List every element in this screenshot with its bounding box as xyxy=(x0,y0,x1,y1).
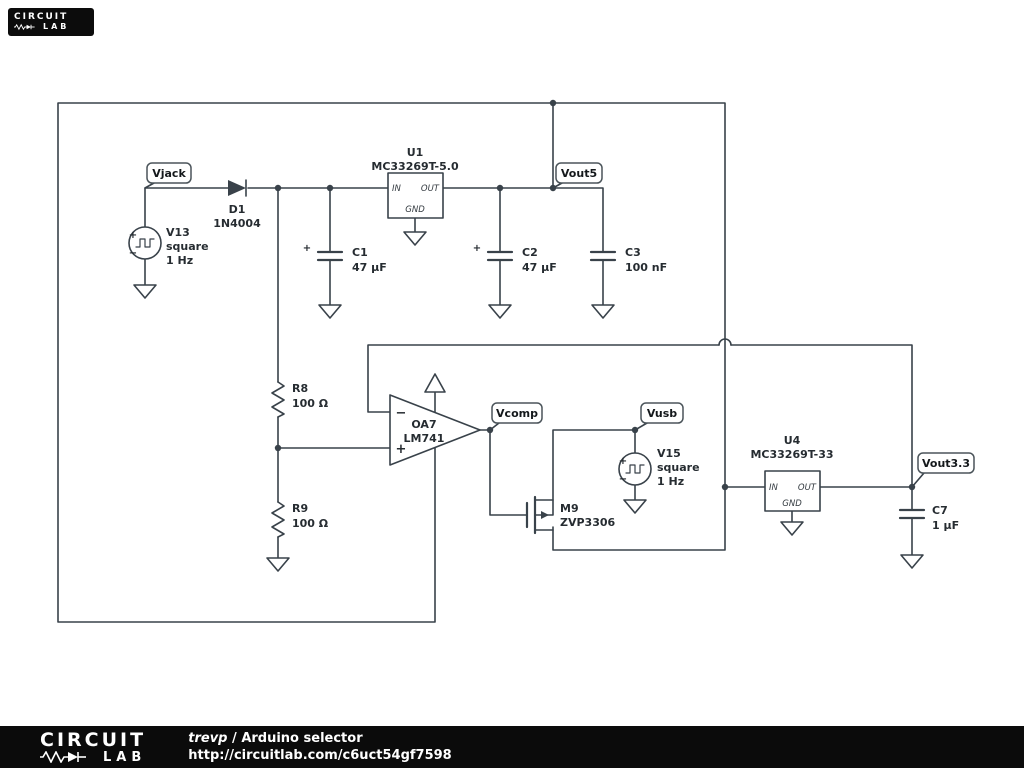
u4-pin-out: OUT xyxy=(798,483,817,493)
u4-name: U4 xyxy=(784,434,801,447)
footer-bar: CIRCUIT LAB trevp / Arduino selector htt… xyxy=(0,726,1024,768)
c1-name: C1 xyxy=(352,246,368,259)
component-oa7-opamp[interactable]: − + OA7 LM741 xyxy=(389,394,481,466)
u1-pin-gnd: GND xyxy=(405,205,425,215)
r8-name: R8 xyxy=(292,382,308,395)
component-u4-regulator[interactable]: IN OUT GND U4 MC33269T-33 xyxy=(750,434,834,512)
net-flag-vusb-label: Vusb xyxy=(647,407,677,420)
net-flag-vout33[interactable]: Vout3.3 xyxy=(911,452,975,488)
c2-name: C2 xyxy=(522,246,538,259)
v13-plus-sign: + xyxy=(129,230,137,241)
circuit-title: trevp / Arduino selector xyxy=(188,731,451,746)
v13-type: square xyxy=(166,240,209,253)
ground-icon xyxy=(266,557,290,572)
v15-name: V15 xyxy=(657,447,681,460)
wire-hop xyxy=(718,338,732,346)
v15-frequency: 1 Hz xyxy=(657,475,684,488)
component-v13-source[interactable]: + − V13 square 1 Hz xyxy=(128,226,209,267)
net-flag-vcomp[interactable]: Vcomp xyxy=(489,402,543,431)
circuitlab-logo[interactable]: CIRCUIT LAB xyxy=(40,728,147,765)
ground-icon xyxy=(623,499,647,514)
r8-value: 100 Ω xyxy=(292,397,329,410)
c2-value: 47 µF xyxy=(522,261,557,274)
circuit-url[interactable]: http://circuitlab.com/c6uct54gf7598 xyxy=(188,748,452,763)
component-c2-capacitor[interactable]: + C2 47 µF xyxy=(473,243,557,274)
junction-dots xyxy=(274,99,916,491)
ground-icon xyxy=(591,304,615,319)
net-flag-vjack[interactable]: Vjack xyxy=(144,162,192,189)
v13-frequency: 1 Hz xyxy=(166,254,193,267)
u1-name: U1 xyxy=(407,146,424,159)
resistor-diode-icon xyxy=(40,751,86,763)
net-flag-vout5[interactable]: Vout5 xyxy=(552,162,603,189)
v13-name: V13 xyxy=(166,226,190,239)
component-c3-capacitor[interactable]: C3 100 nF xyxy=(589,246,667,274)
m9-value: ZVP3306 xyxy=(560,516,616,529)
ground-icons xyxy=(133,231,924,572)
v15-type: square xyxy=(657,461,700,474)
net-flag-vjack-label: Vjack xyxy=(152,167,186,180)
c7-value: 1 µF xyxy=(932,519,959,532)
net-flag-vout33-label: Vout3.3 xyxy=(922,457,970,470)
title-separator: / xyxy=(227,731,242,746)
schematic-canvas: + − V13 square 1 Hz D1 1N4004 IN OUT GND… xyxy=(57,99,975,623)
ground-icon xyxy=(318,304,342,319)
badge-circuit-text: CIRCUIT xyxy=(14,11,69,22)
d1-value: 1N4004 xyxy=(213,217,261,230)
v15-plus-sign: + xyxy=(619,456,627,467)
d1-name: D1 xyxy=(229,203,246,216)
component-d1-diode[interactable]: D1 1N4004 xyxy=(213,179,261,230)
component-u1-regulator[interactable]: IN OUT GND U1 MC33269T-5.0 xyxy=(371,146,459,219)
c1-polarity-sign: + xyxy=(303,243,311,254)
ground-icon xyxy=(900,554,924,569)
c2-polarity-sign: + xyxy=(473,243,481,254)
wires xyxy=(57,102,913,623)
v15-minus-sign: − xyxy=(619,474,627,485)
component-r8-resistor[interactable]: R8 100 Ω xyxy=(271,381,329,418)
opamp-noninverting-sign: + xyxy=(396,442,407,457)
c1-value: 47 µF xyxy=(352,261,387,274)
u4-value: MC33269T-33 xyxy=(750,448,833,461)
square-wave-icon xyxy=(135,238,155,248)
net-flag-vout5-label: Vout5 xyxy=(561,167,597,180)
component-r9-resistor[interactable]: R9 100 Ω xyxy=(271,501,329,538)
ground-icon xyxy=(403,231,427,246)
ground-icon xyxy=(488,304,512,319)
mosfet-arrow-icon xyxy=(541,511,549,519)
power-rail-arrow-icon xyxy=(424,373,446,393)
component-c1-capacitor[interactable]: + C1 47 µF xyxy=(303,243,387,274)
circuit-name: Arduino selector xyxy=(241,731,363,746)
author-name: trevp xyxy=(188,731,228,746)
u1-value: MC33269T-5.0 xyxy=(371,160,459,173)
logo-lab-text: LAB xyxy=(103,749,147,765)
r9-value: 100 Ω xyxy=(292,517,329,530)
u4-pin-in: IN xyxy=(769,483,779,493)
net-flag-vusb[interactable]: Vusb xyxy=(634,402,684,431)
c3-name: C3 xyxy=(625,246,641,259)
c7-name: C7 xyxy=(932,504,948,517)
ground-icon xyxy=(780,521,804,536)
net-flag-vcomp-label: Vcomp xyxy=(496,407,538,420)
m9-name: M9 xyxy=(560,502,579,515)
opamp-inverting-sign: − xyxy=(396,406,407,421)
square-wave-icon xyxy=(625,464,645,474)
u4-pin-gnd: GND xyxy=(782,499,802,509)
u1-pin-in: IN xyxy=(392,184,402,194)
resistor-diode-icon xyxy=(14,23,35,31)
circuitlab-badge[interactable]: CIRCUIT LAB xyxy=(8,8,94,36)
logo-circuit-text: CIRCUIT xyxy=(40,728,147,751)
v13-minus-sign: − xyxy=(129,248,137,259)
r9-name: R9 xyxy=(292,502,308,515)
ground-icon xyxy=(133,284,157,299)
component-v15-source[interactable]: + − V15 square 1 Hz xyxy=(618,447,700,488)
oa7-value: LM741 xyxy=(404,432,445,445)
oa7-name: OA7 xyxy=(411,418,436,431)
component-c7-capacitor[interactable]: C7 1 µF xyxy=(898,504,959,532)
badge-lab-text: LAB xyxy=(43,22,70,32)
u1-pin-out: OUT xyxy=(421,184,440,194)
c3-value: 100 nF xyxy=(625,261,667,274)
component-m9-mosfet[interactable]: M9 ZVP3306 xyxy=(525,495,616,535)
